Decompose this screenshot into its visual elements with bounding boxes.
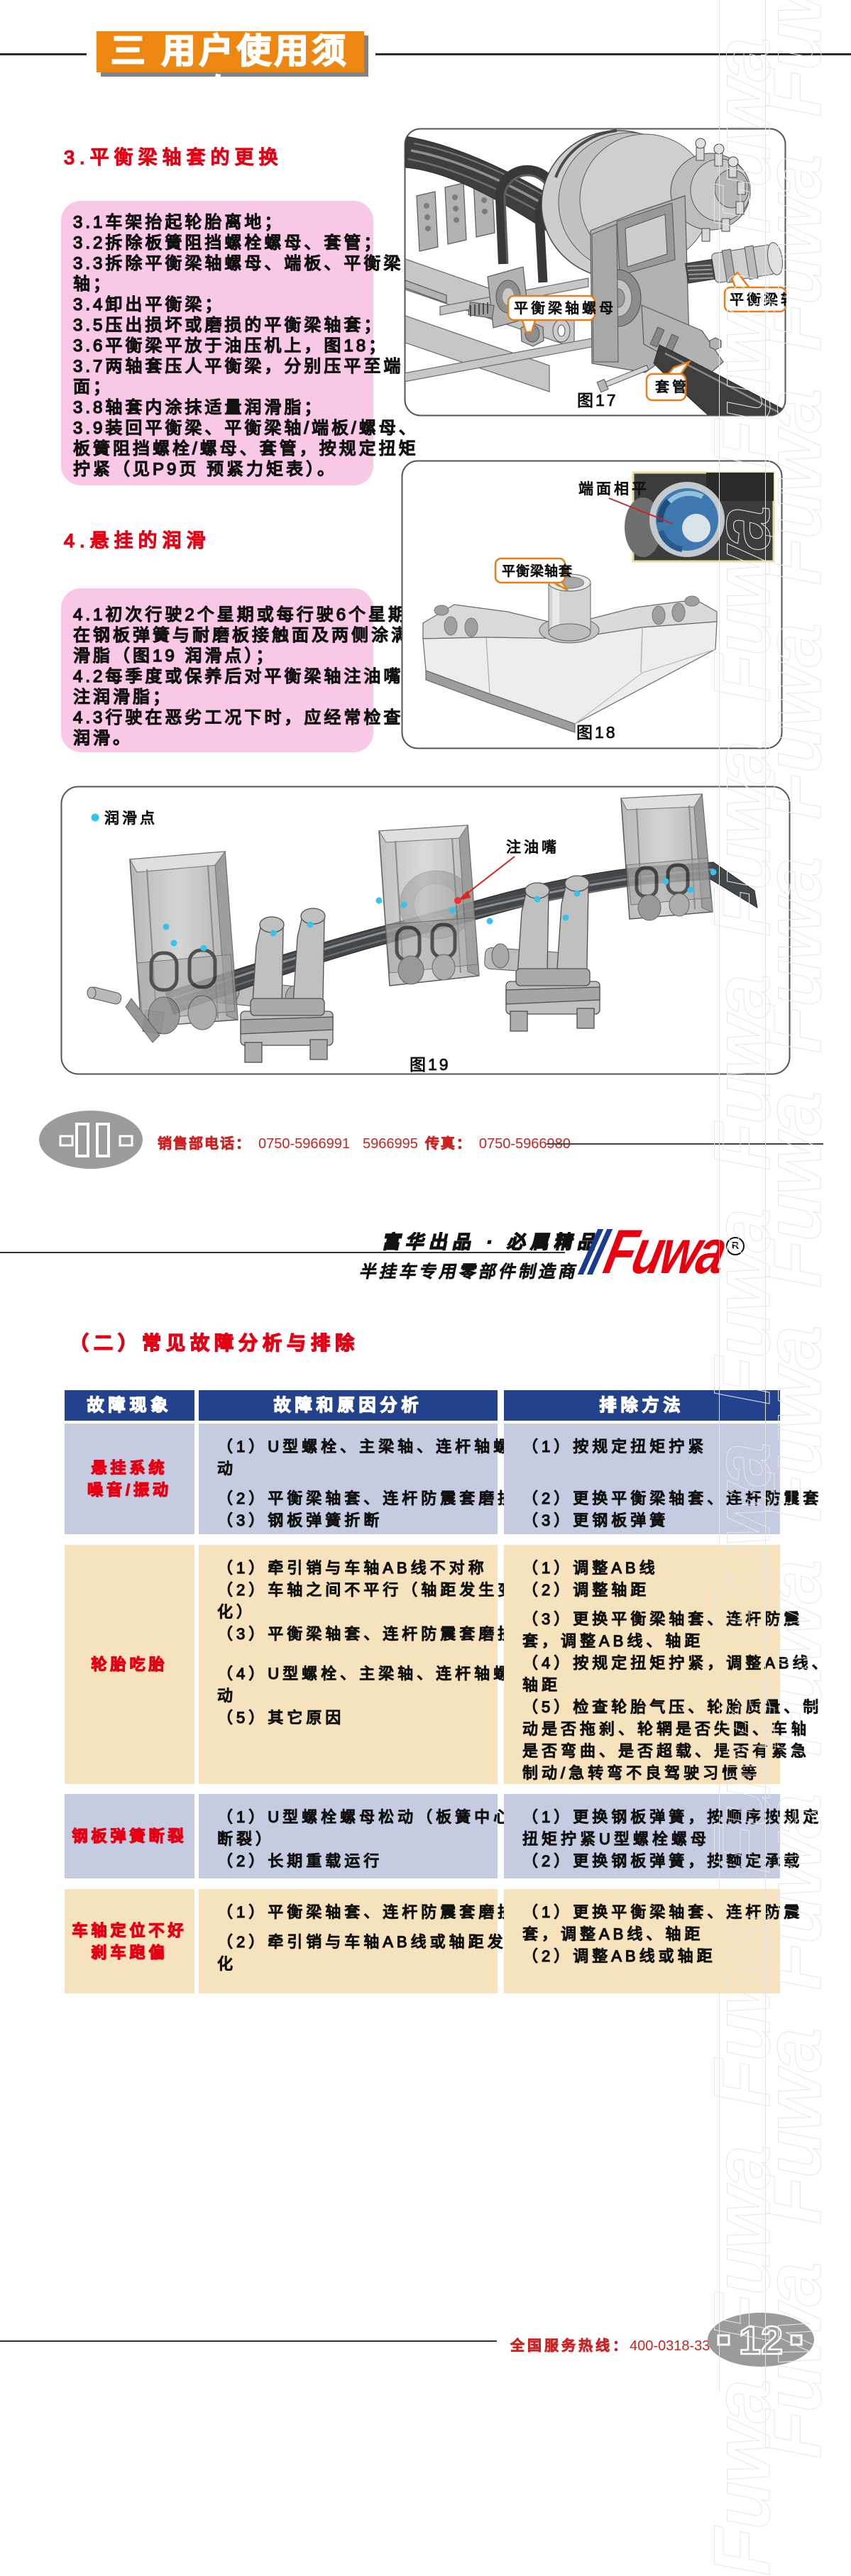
svg-text:润滑点: 润滑点 xyxy=(104,810,158,827)
svg-text:端面相平: 端面相平 xyxy=(578,481,649,497)
svg-text:图18: 图18 xyxy=(576,723,617,742)
svg-text:图19: 图19 xyxy=(410,1055,451,1074)
svg-text:12: 12 xyxy=(739,2318,783,2362)
svg-text:套管: 套管 xyxy=(655,379,689,395)
svg-text:注油嘴: 注油嘴 xyxy=(506,840,559,856)
svg-text:平衡梁轴套: 平衡梁轴套 xyxy=(502,563,573,579)
svg-text:平衡梁轴螺母: 平衡梁轴螺母 xyxy=(514,300,616,317)
svg-text:图17: 图17 xyxy=(577,391,618,409)
svg-text:平衡梁轴: 平衡梁轴 xyxy=(730,292,786,308)
